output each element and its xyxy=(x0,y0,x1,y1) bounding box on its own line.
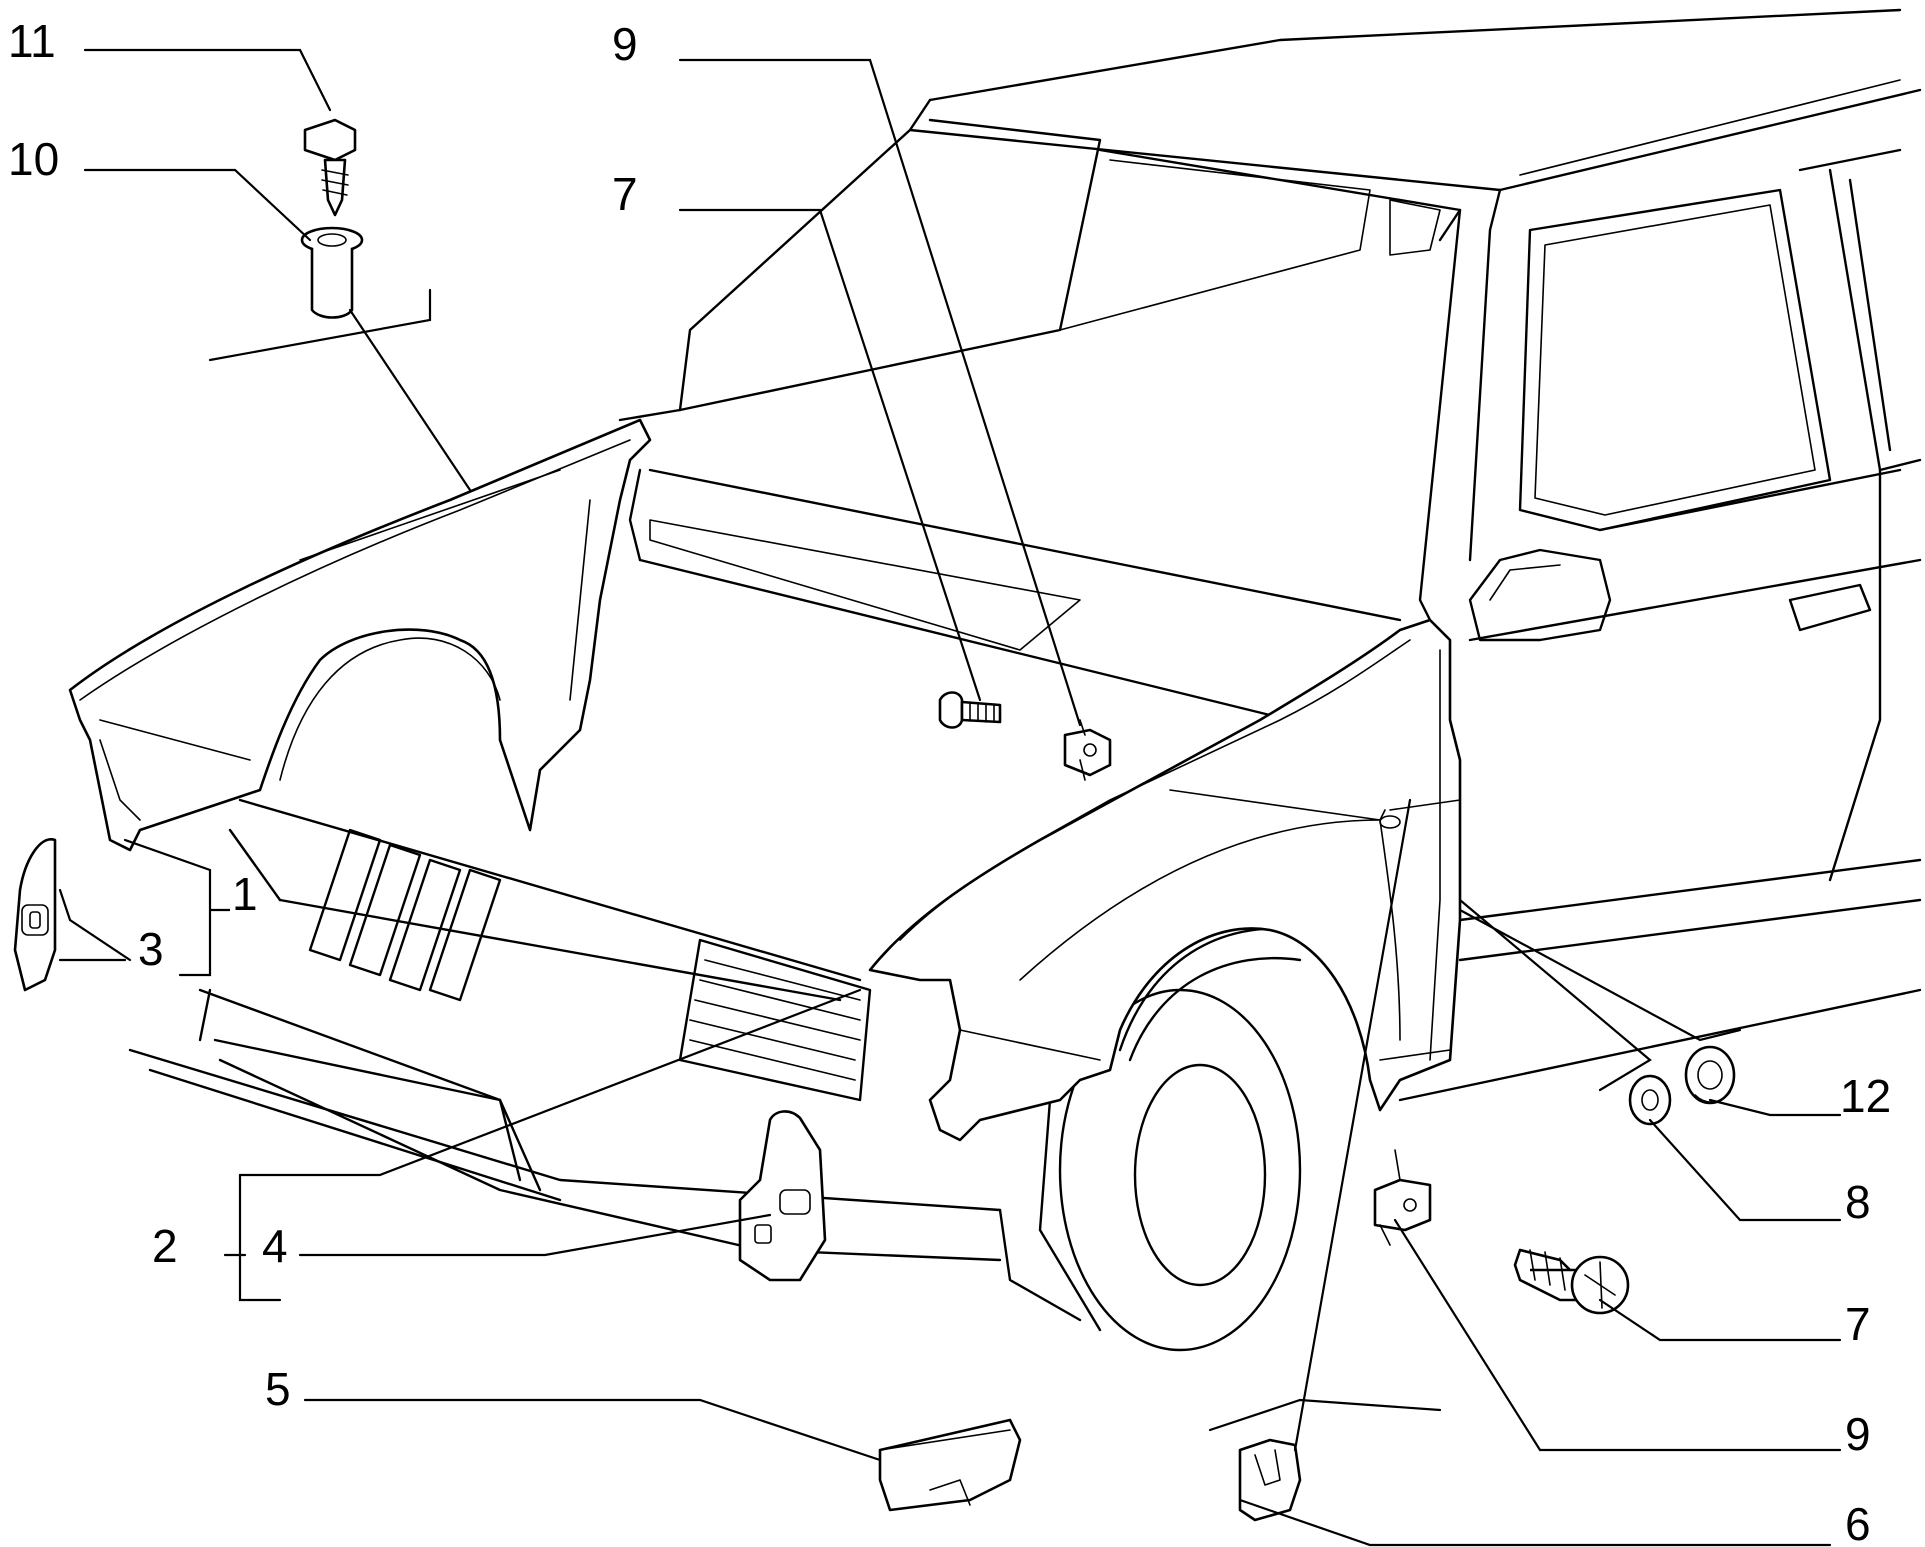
bracket-part-3 xyxy=(13,838,57,992)
bolt-part-7-lower xyxy=(1513,1248,1630,1315)
callout-4: 4 xyxy=(262,1220,288,1272)
right-front-fender xyxy=(868,618,1462,1142)
callout-leader-lines xyxy=(58,48,1842,1547)
callout-7-upper: 7 xyxy=(612,168,638,220)
nut-part-10 xyxy=(300,226,364,319)
bolt-part-7-upper xyxy=(938,691,1002,729)
callout-8: 8 xyxy=(1845,1176,1871,1228)
clip-part-9-lower xyxy=(1373,1149,1432,1246)
screw-part-11 xyxy=(303,118,357,217)
callout-labels: 11 10 9 7 1 3 2 4 5 12 8 7 9 6 xyxy=(8,15,1891,1547)
callout-2: 2 xyxy=(152,1220,178,1272)
clip-part-6 xyxy=(1238,1438,1302,1522)
callout-5: 5 xyxy=(265,1363,291,1415)
callout-7-lower: 7 xyxy=(1845,1298,1871,1350)
nut-part-12 xyxy=(1684,1045,1736,1105)
car-body-outline xyxy=(128,8,1922,1352)
bracket-part-4 xyxy=(738,1110,827,1282)
callout-11: 11 xyxy=(8,15,56,67)
callout-1: 1 xyxy=(232,868,258,920)
callout-3: 3 xyxy=(138,923,164,975)
callout-12: 12 xyxy=(1840,1070,1891,1122)
trim-part-5 xyxy=(878,1418,1022,1512)
left-front-fender xyxy=(68,418,652,852)
washer-part-8 xyxy=(1628,1074,1672,1126)
callout-9-lower: 9 xyxy=(1845,1408,1871,1460)
clip-part-9-upper xyxy=(1063,719,1112,781)
callout-6: 6 xyxy=(1845,1498,1871,1547)
callout-9-upper: 9 xyxy=(612,18,638,70)
callout-10: 10 xyxy=(8,133,59,185)
